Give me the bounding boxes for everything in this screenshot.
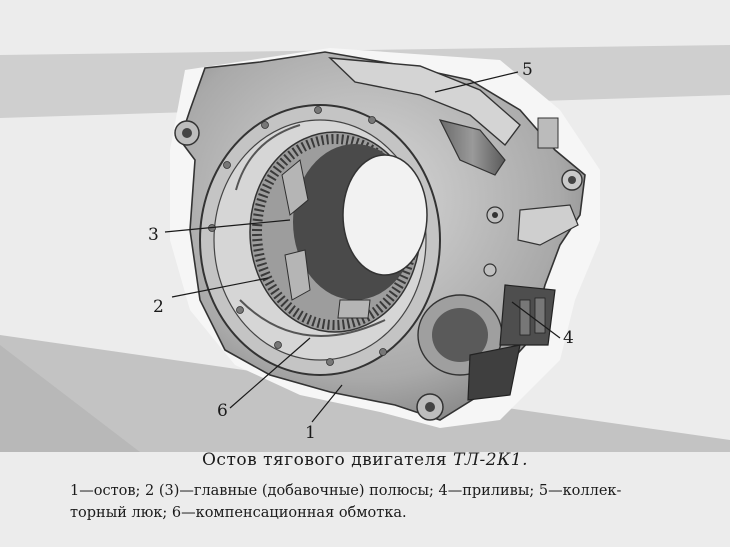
callout-5: 5 (522, 60, 533, 80)
side-brackets (483, 204, 579, 277)
collector-hatch (328, 57, 559, 176)
callout-2: 2 (153, 297, 164, 317)
callout-labels: 1 2 3 4 5 6 (148, 60, 574, 443)
callout-4: 4 (563, 328, 574, 348)
caption-title: Остов тягового двигателя ТЛ-2К1. (0, 450, 730, 470)
callout-3: 3 (148, 225, 159, 245)
callout-1: 1 (305, 423, 316, 443)
legend-line-1: 1—остов; 2 (3)—главные (добавочные) полю… (70, 483, 622, 499)
caption-title-prefix: Остов тягового двигателя (202, 450, 448, 470)
callout-6: 6 (217, 401, 228, 421)
caption-title-model: ТЛ-2К1. (453, 450, 528, 470)
caption: Остов тягового двигателя ТЛ-2К1. 1—остов… (0, 450, 730, 524)
legend-line-2: торный люк; 6—компенсационная обмотка. (70, 505, 407, 521)
lugs (417, 284, 556, 401)
motor-frame (174, 51, 586, 421)
caption-legend: 1—остов; 2 (3)—главные (добавочные) полю… (70, 480, 700, 524)
leader-lines (164, 71, 561, 423)
